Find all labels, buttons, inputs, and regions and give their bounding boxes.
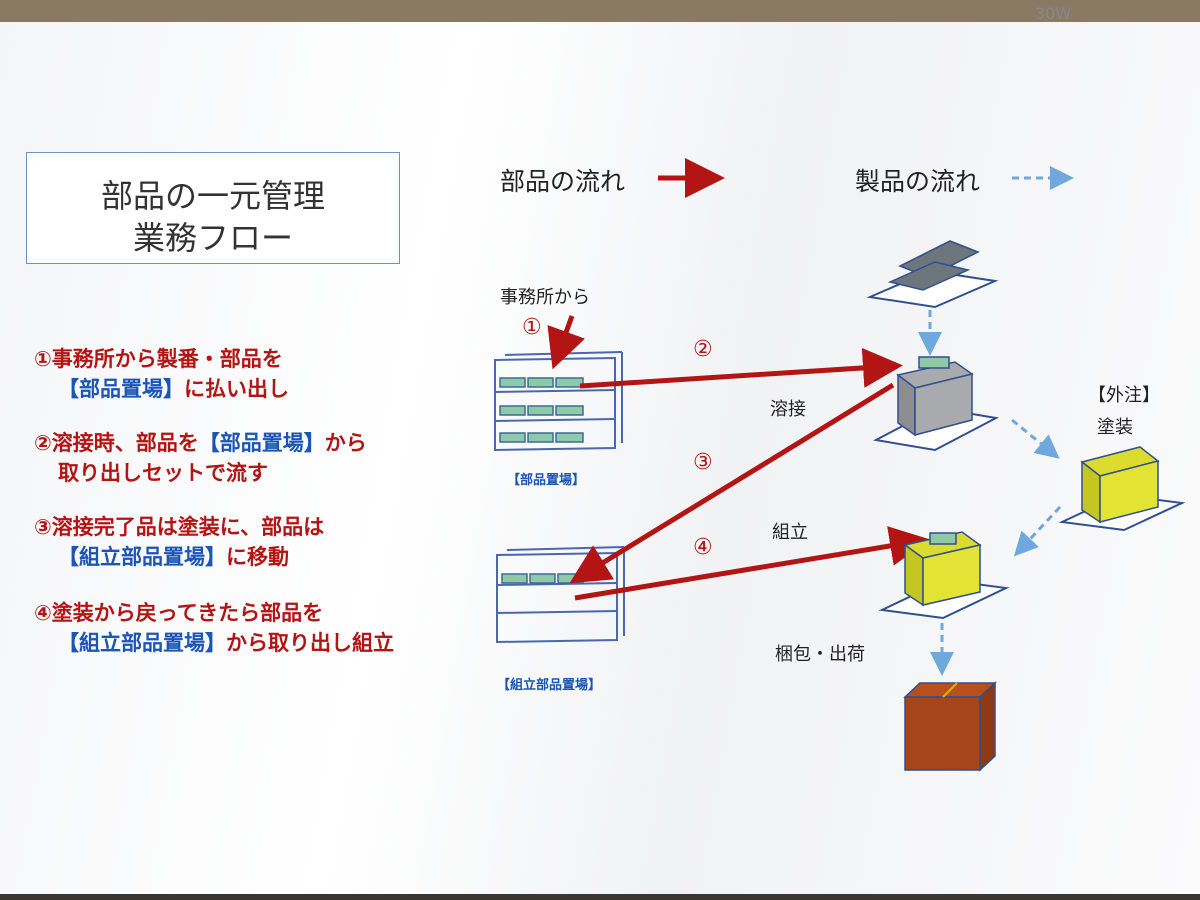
shelf-1-trays	[499, 377, 584, 443]
step-3-line-1: ③溶接完了品は塗装に、部品は	[34, 515, 325, 539]
label-assembly: 組立	[772, 522, 808, 543]
shipping-box	[903, 681, 997, 772]
num-2: ②	[693, 337, 713, 362]
caption-parts-shelf: 【部品置場】	[507, 473, 586, 488]
flow-welding-to-painting	[1011, 418, 1060, 459]
step-4-line-2: から取り出し組立	[226, 631, 394, 655]
step-1: ①事務所から製番・部品を 【部品置場】に払い出し	[34, 344, 289, 404]
title-box: 部品の一元管理 業務フロー	[26, 152, 400, 264]
raw-materials-pallet	[866, 240, 999, 309]
num-3: ③	[693, 450, 713, 475]
shelf-2-trays	[501, 573, 584, 584]
corner-tag: 30W	[1035, 4, 1072, 23]
arrow-1	[547, 315, 586, 370]
step-2-line-2: 取り出しセットで流す	[58, 461, 268, 485]
step-3-bracket: 【組立部品置場】	[58, 545, 226, 569]
label-welding: 溶接	[770, 399, 806, 420]
num-1: ①	[522, 315, 542, 340]
step-1-bracket: 【部品置場】	[58, 377, 184, 401]
step-2-line-1b: から	[324, 431, 367, 455]
arrow-4	[574, 526, 930, 601]
step-2-line-1a: ②溶接時、部品を	[34, 431, 199, 455]
step-3: ③溶接完了品は塗装に、部品は 【組立部品置場】に移動	[34, 512, 324, 572]
flow-painting-to-assembly	[1013, 505, 1062, 557]
legend-parts-flow: 部品の流れ	[500, 167, 626, 196]
num-4: ④	[693, 535, 713, 560]
label-from-office: 事務所から	[500, 287, 590, 308]
welding-workpiece	[872, 356, 1000, 452]
step-4-line-1: ④塗装から戻ってきたら部品を	[34, 601, 324, 625]
title-line-2: 業務フロー	[132, 219, 293, 257]
step-2: ②溶接時、部品を【部品置場】から 取り出しセットで流す	[34, 428, 367, 488]
step-4-bracket: 【組立部品置場】	[58, 631, 226, 655]
top-strip: 30W	[0, 0, 1200, 23]
arrow-3	[569, 382, 895, 584]
label-outsourced: 【外注】	[1088, 385, 1160, 406]
assembly-workpiece	[878, 531, 1010, 620]
caption-assembly-shelf: 【組立部品置場】	[497, 678, 602, 693]
step-1-line-1: ①事務所から製番・部品を	[34, 347, 283, 371]
step-4: ④塗装から戻ってきたら部品を 【組立部品置場】から取り出し組立	[34, 598, 394, 658]
painting-workpiece	[1058, 446, 1186, 532]
label-packing-shipping: 梱包・出荷	[775, 644, 865, 665]
title-line-1: 部品の一元管理	[100, 177, 325, 215]
legend-product-flow: 製品の流れ	[855, 167, 981, 196]
arrow-2	[579, 347, 903, 389]
step-3-line-2: に移動	[226, 545, 289, 569]
step-2-bracket: 【部品置場】	[198, 431, 325, 455]
label-painting: 塗装	[1097, 417, 1133, 438]
step-1-line-2: に払い出し	[184, 377, 289, 401]
